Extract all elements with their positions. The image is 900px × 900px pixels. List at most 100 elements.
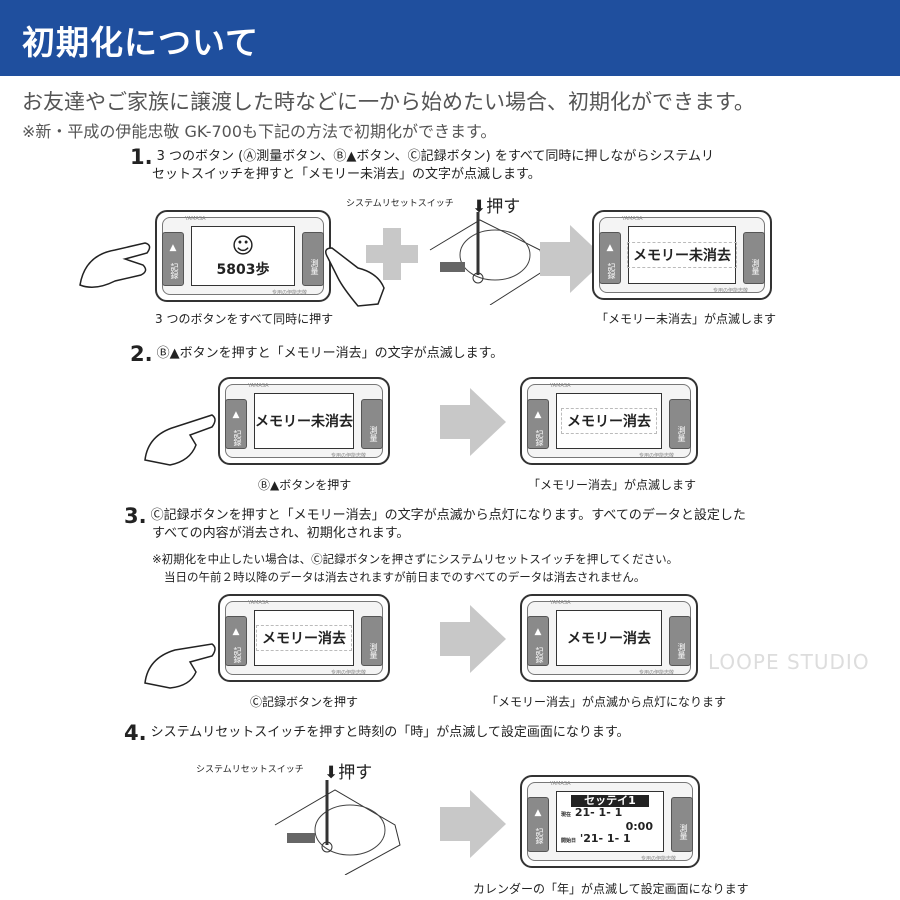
record-button-label: 記録 xyxy=(233,647,242,663)
caption: 「メモリー消去」が点滅します xyxy=(528,478,697,492)
step-line: すべての内容が消去され、初期化されます。 xyxy=(152,526,410,541)
header-bar: 初期化について xyxy=(0,0,900,76)
up-button-label: ▲ xyxy=(534,410,542,420)
push-label: ⬇押す xyxy=(472,192,520,217)
maker-label: 专用の伊能忠敬 xyxy=(638,670,674,676)
step-number: 2. xyxy=(130,342,153,366)
device-screen: メモリー消去 xyxy=(556,610,662,666)
step-count: 5803歩 xyxy=(216,261,270,278)
measure-button[interactable]: 測量 xyxy=(743,232,765,284)
plus-icon xyxy=(366,228,418,280)
device-pedometer: YAMASA 专用の伊能忠敬 ▲記録 測量 ☺ 5803歩 xyxy=(155,210,331,302)
brand-label: YAMASA xyxy=(185,216,206,222)
reset-switch-label: システムリセットスイッチ xyxy=(196,765,304,775)
device-screen: メモリー消去 xyxy=(556,393,662,449)
intro-note: ※新・平成の伊能忠敬 GK-700も下記の方法で初期化ができます。 xyxy=(22,122,497,141)
measure-button-label: 測量 xyxy=(369,643,378,659)
up-record-buttons[interactable]: ▲ 記録 xyxy=(527,399,549,449)
reset-switch-illustration[interactable] xyxy=(420,210,550,305)
up-record-buttons[interactable]: ▲ 記録 xyxy=(599,232,621,284)
screen-text: メモリー未消去 xyxy=(627,242,737,268)
push-label: ⬇押す xyxy=(324,758,372,783)
measure-button[interactable]: 測量 xyxy=(302,232,324,286)
maker-label: 专用の伊能忠敬 xyxy=(330,670,366,676)
device-screen: ☺ 5803歩 xyxy=(191,226,295,286)
hand-icon xyxy=(144,643,216,689)
screen-text: メモリー消去 xyxy=(256,625,352,651)
caption: カレンダーの「年」が点滅して設定画面になります xyxy=(473,882,749,896)
start-date: '21- 1- 1 xyxy=(579,832,631,845)
maker-label: 专用の伊能忠敬 xyxy=(638,453,674,459)
device-screen: セッテイ1 現在 21- 1- 1 0:00 開始日 '21- 1- 1 xyxy=(556,791,664,852)
step-4-text: 4.システムリセットスイッチを押すと時刻の「時」が点滅して設定画面になります。 xyxy=(124,721,630,745)
up-record-buttons[interactable]: ▲ 記録 xyxy=(527,616,549,666)
screen-text: メモリー消去 xyxy=(567,631,651,647)
measure-button-label: 測量 xyxy=(751,259,760,275)
measure-button-label: 測量 xyxy=(310,259,319,275)
start-label: 開始日 xyxy=(561,838,577,844)
step-1-text: 1.3 つのボタン (Ⓐ測量ボタン、Ⓑ▲ボタン、Ⓒ記録ボタン) をすべて同時に押… xyxy=(130,145,715,184)
brand-label: YAMASA xyxy=(622,216,643,222)
maker-label: 专用の伊能忠敬 xyxy=(271,290,307,296)
step-line: システムリセットスイッチを押すと時刻の「時」が点滅して設定画面になります。 xyxy=(150,725,630,740)
measure-button[interactable]: 測量 xyxy=(669,616,691,666)
caption: Ⓒ記録ボタンを押す xyxy=(250,695,359,709)
up-button-label: ▲ xyxy=(534,627,542,637)
step-line: 3 つのボタン (Ⓐ測量ボタン、Ⓑ▲ボタン、Ⓒ記録ボタン) をすべて同時に押しな… xyxy=(156,149,715,164)
screen-text: メモリー未消去 xyxy=(255,414,353,430)
measure-button-label: 測量 xyxy=(677,426,686,442)
measure-button[interactable]: 測量 xyxy=(671,797,693,852)
screen-text: メモリー消去 xyxy=(561,408,657,434)
up-button-label: ▲ xyxy=(232,410,240,420)
note-line: ※初期化を中止したい場合は、Ⓒ記録ボタンを押さずにシステムリセットスイッチを押し… xyxy=(152,552,679,566)
measure-button-label: 測量 xyxy=(677,643,686,659)
down-arrow-icon: ⬇ xyxy=(324,763,339,783)
measure-button-label: 測量 xyxy=(679,824,688,840)
next-arrow-icon xyxy=(440,388,506,456)
caption: 3 つのボタンをすべて同時に押す xyxy=(155,312,334,326)
device-pedometer: YAMASA 专用の伊能忠敬 ▲ 記録 測量 メモリー未消去 xyxy=(592,210,772,300)
current-time: 0:00 xyxy=(625,820,653,833)
up-button-label: ▲ xyxy=(606,243,614,253)
page-title: 初期化について xyxy=(22,23,260,62)
record-button-label: 記録 xyxy=(535,647,544,663)
brand-label: YAMASA xyxy=(550,383,571,389)
device-pedometer: YAMASA 专用の伊能忠敬 ▲記録 測量 セッテイ1 現在 21- 1- 1 0… xyxy=(520,775,700,868)
caption: 「メモリー未消去」が点滅します xyxy=(596,312,777,326)
maker-label: 专用の伊能忠敬 xyxy=(712,288,748,294)
brand-label: YAMASA xyxy=(550,781,571,787)
hand-icon xyxy=(144,414,216,466)
up-button-label: ▲ xyxy=(232,627,240,637)
measure-button-label: 測量 xyxy=(369,426,378,442)
reset-switch-illustration[interactable] xyxy=(265,780,405,875)
step-number: 1. xyxy=(130,145,153,169)
step-line: Ⓑ▲ボタンを押すと「メモリー消去」の文字が点滅します。 xyxy=(156,346,504,361)
up-record-buttons[interactable]: ▲記録 xyxy=(527,797,549,852)
up-record-buttons[interactable]: ▲記録 xyxy=(162,232,184,286)
brand-label: YAMASA xyxy=(248,383,269,389)
step-number: 4. xyxy=(124,721,147,745)
step-line: Ⓒ記録ボタンを押すと「メモリー消去」の文字が点滅から点灯になります。すべてのデー… xyxy=(150,508,746,523)
push-text: 押す xyxy=(338,763,373,783)
maker-label: 专用の伊能忠敬 xyxy=(640,856,676,862)
next-arrow-icon xyxy=(440,605,506,673)
watermark: LOOPE STUDIO xyxy=(708,650,870,674)
measure-button[interactable]: 測量 xyxy=(669,399,691,449)
record-button-label: 記録 xyxy=(535,430,544,446)
device-screen: メモリー消去 xyxy=(254,610,354,666)
record-button-label: 記録 xyxy=(607,263,616,279)
step-line: セットスイッチを押すと「メモリー未消去」の文字が点滅します。 xyxy=(152,167,541,182)
measure-button[interactable]: 測量 xyxy=(361,399,383,449)
hand-icon xyxy=(79,242,151,288)
step-3-note: ※初期化を中止したい場合は、Ⓒ記録ボタンを押さずにシステムリセットスイッチを押し… xyxy=(152,550,678,586)
down-arrow-icon: ⬇ xyxy=(472,197,487,217)
up-record-buttons[interactable]: ▲記録 xyxy=(225,399,247,449)
measure-button[interactable]: 測量 xyxy=(361,616,383,666)
character-icon: ☺ xyxy=(231,233,255,259)
current-date: 21- 1- 1 xyxy=(574,806,623,819)
up-record-buttons[interactable]: ▲ 記録 xyxy=(225,616,247,666)
now-label: 現在 xyxy=(561,812,572,818)
device-screen: メモリー未消去 xyxy=(254,393,354,449)
step-3-text: 3.Ⓒ記録ボタンを押すと「メモリー消去」の文字が点滅から点灯になります。すべての… xyxy=(124,506,746,543)
